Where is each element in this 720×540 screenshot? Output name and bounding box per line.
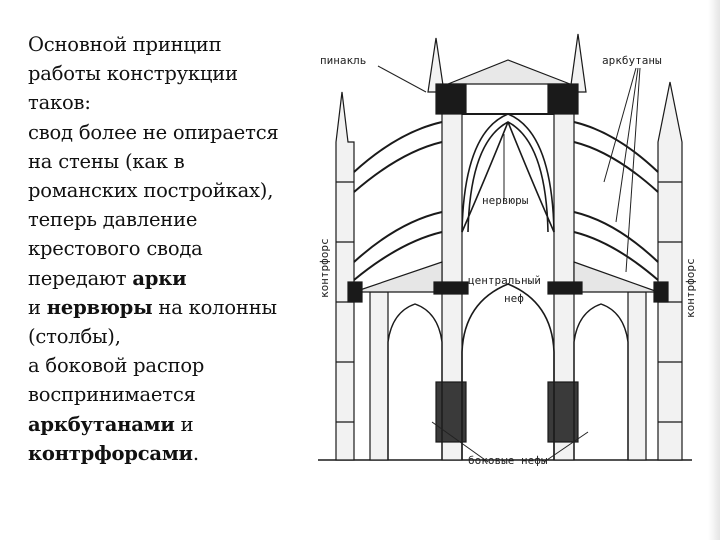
label-buttress-left: контрфорс [318,238,331,298]
cathedral-section-figure: пинакль аркбутаны нервюры центральный не… [308,22,700,468]
text-line-9: передают арки [28,264,313,293]
text-line-2: работы конструкции [28,62,238,86]
label-pinnacle: пинакль [320,54,366,67]
text-line-14: аркбутанами и [28,410,313,439]
label-buttress-right: контрфорс [684,258,697,318]
nave-pier-left [435,83,467,461]
text-line-5: на стены (как в [28,149,185,173]
label-nave-2: неф [504,292,524,305]
nave-pier-right [547,83,579,461]
text-line-6: романских постройках), [28,179,274,203]
label-ribs: нервюры [482,194,529,207]
text-line-10: и нервюры на колонны [28,293,313,322]
text-line-8: крестового свода [28,237,203,261]
text-line-9-pre: передают [28,266,133,290]
text-line-10-pre: и [28,295,47,319]
text-line-15-post: . [192,441,199,465]
term-arches: арки [132,266,187,290]
text-line-13: воспринимается [28,383,196,407]
cathedral-section-drawing: пинакль аркбутаны нервюры центральный не… [308,22,700,468]
text-line-15: контрфорсами. [28,439,313,468]
term-flying-buttresses: аркбутанами [28,412,175,436]
term-buttresses: контрфорсами [28,441,193,465]
text-line-4: свод более не опирается [28,120,279,144]
text-line-7: теперь давление [28,208,198,232]
text-line-3: таков: [28,91,91,115]
aisle-pier-right [627,291,647,461]
text-line-12: а боковой распор [28,354,205,378]
text-line-11: (столбы), [28,325,121,349]
label-side-aisles: боковые нефы [468,454,548,467]
side-aisle-arches [387,303,629,460]
nave-arcade [461,283,555,460]
text-line-10-post: на колонны [152,295,277,319]
term-ribs: нервюры [46,295,153,319]
aisle-pier-left [369,291,389,461]
body-text: Основной принцип работы конструкции тако… [28,30,313,468]
label-flying-buttresses: аркбутаны [602,54,662,67]
text-line-1: Основной принцип [28,33,222,56]
slide-edge-shadow [708,0,720,540]
text-line-14-post: и [174,412,194,436]
buttress-right [657,81,683,461]
buttress-left [335,91,355,461]
label-nave-1: центральный [468,274,541,287]
